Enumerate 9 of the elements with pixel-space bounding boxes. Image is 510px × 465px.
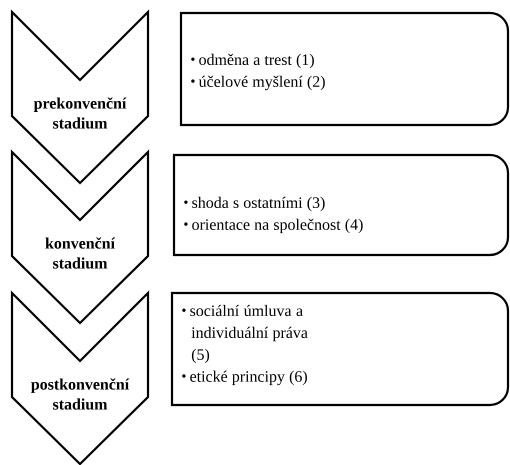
- list-item: odměna a trest (1): [199, 54, 314, 68]
- list-item: sociální úmluva a individuální práva (5): [190, 304, 308, 364]
- list-item: orientace na společnost (4): [192, 218, 363, 234]
- list-item: etické principy (6): [190, 370, 307, 386]
- list-item: účelové myšlení (2): [198, 76, 325, 90]
- list-item: shoda s ostatními (3): [192, 196, 325, 212]
- text-box: [170, 292, 510, 406]
- text-box: [172, 154, 510, 256]
- text-box: [180, 12, 510, 126]
